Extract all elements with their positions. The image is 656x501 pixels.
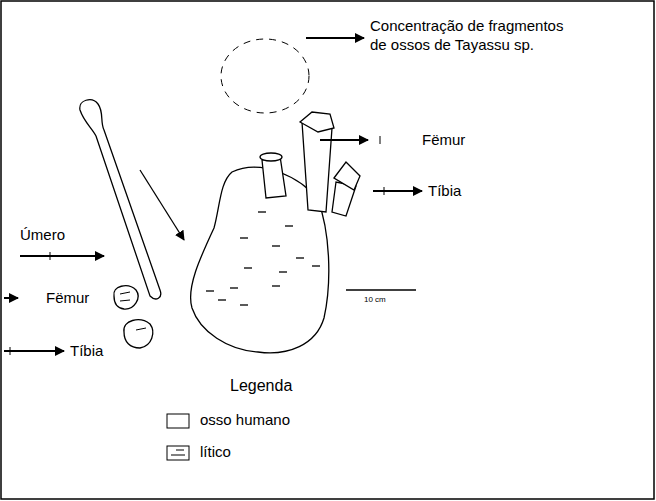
legend-sample bbox=[167, 414, 189, 428]
scale-label: 10 cm bbox=[364, 295, 386, 305]
legend-sample bbox=[167, 446, 189, 460]
leader-arrow bbox=[20, 255, 104, 257]
long-bones bbox=[260, 112, 360, 216]
concentration-area bbox=[221, 39, 309, 113]
leader-arrow bbox=[4, 350, 64, 352]
leader-arrow bbox=[4, 297, 18, 299]
bone-label: Fëmur bbox=[422, 131, 465, 150]
leader-arrow bbox=[320, 139, 368, 141]
bone-label: Tíbia bbox=[70, 342, 103, 361]
humerus bbox=[80, 100, 161, 299]
legend-title: Legenda bbox=[230, 376, 292, 396]
legend-text: osso humano bbox=[200, 411, 290, 430]
bone-section bbox=[124, 320, 153, 348]
lithic-marks bbox=[206, 212, 320, 305]
legend-sample bbox=[171, 455, 185, 456]
bone-label: Tíbia bbox=[428, 182, 461, 201]
pointer-arrow bbox=[140, 170, 184, 240]
bone-section bbox=[114, 286, 138, 309]
scale-bar bbox=[346, 289, 416, 291]
area-note: Concentração de fragmentos de ossos de T… bbox=[370, 17, 570, 55]
leader-arrow bbox=[306, 37, 364, 39]
bone-label: Úmero bbox=[20, 226, 65, 245]
legend-text: lítico bbox=[200, 443, 231, 462]
legend-sample bbox=[176, 450, 184, 451]
leader-arrow bbox=[373, 190, 422, 192]
bone-label: Fëmur bbox=[46, 289, 89, 308]
